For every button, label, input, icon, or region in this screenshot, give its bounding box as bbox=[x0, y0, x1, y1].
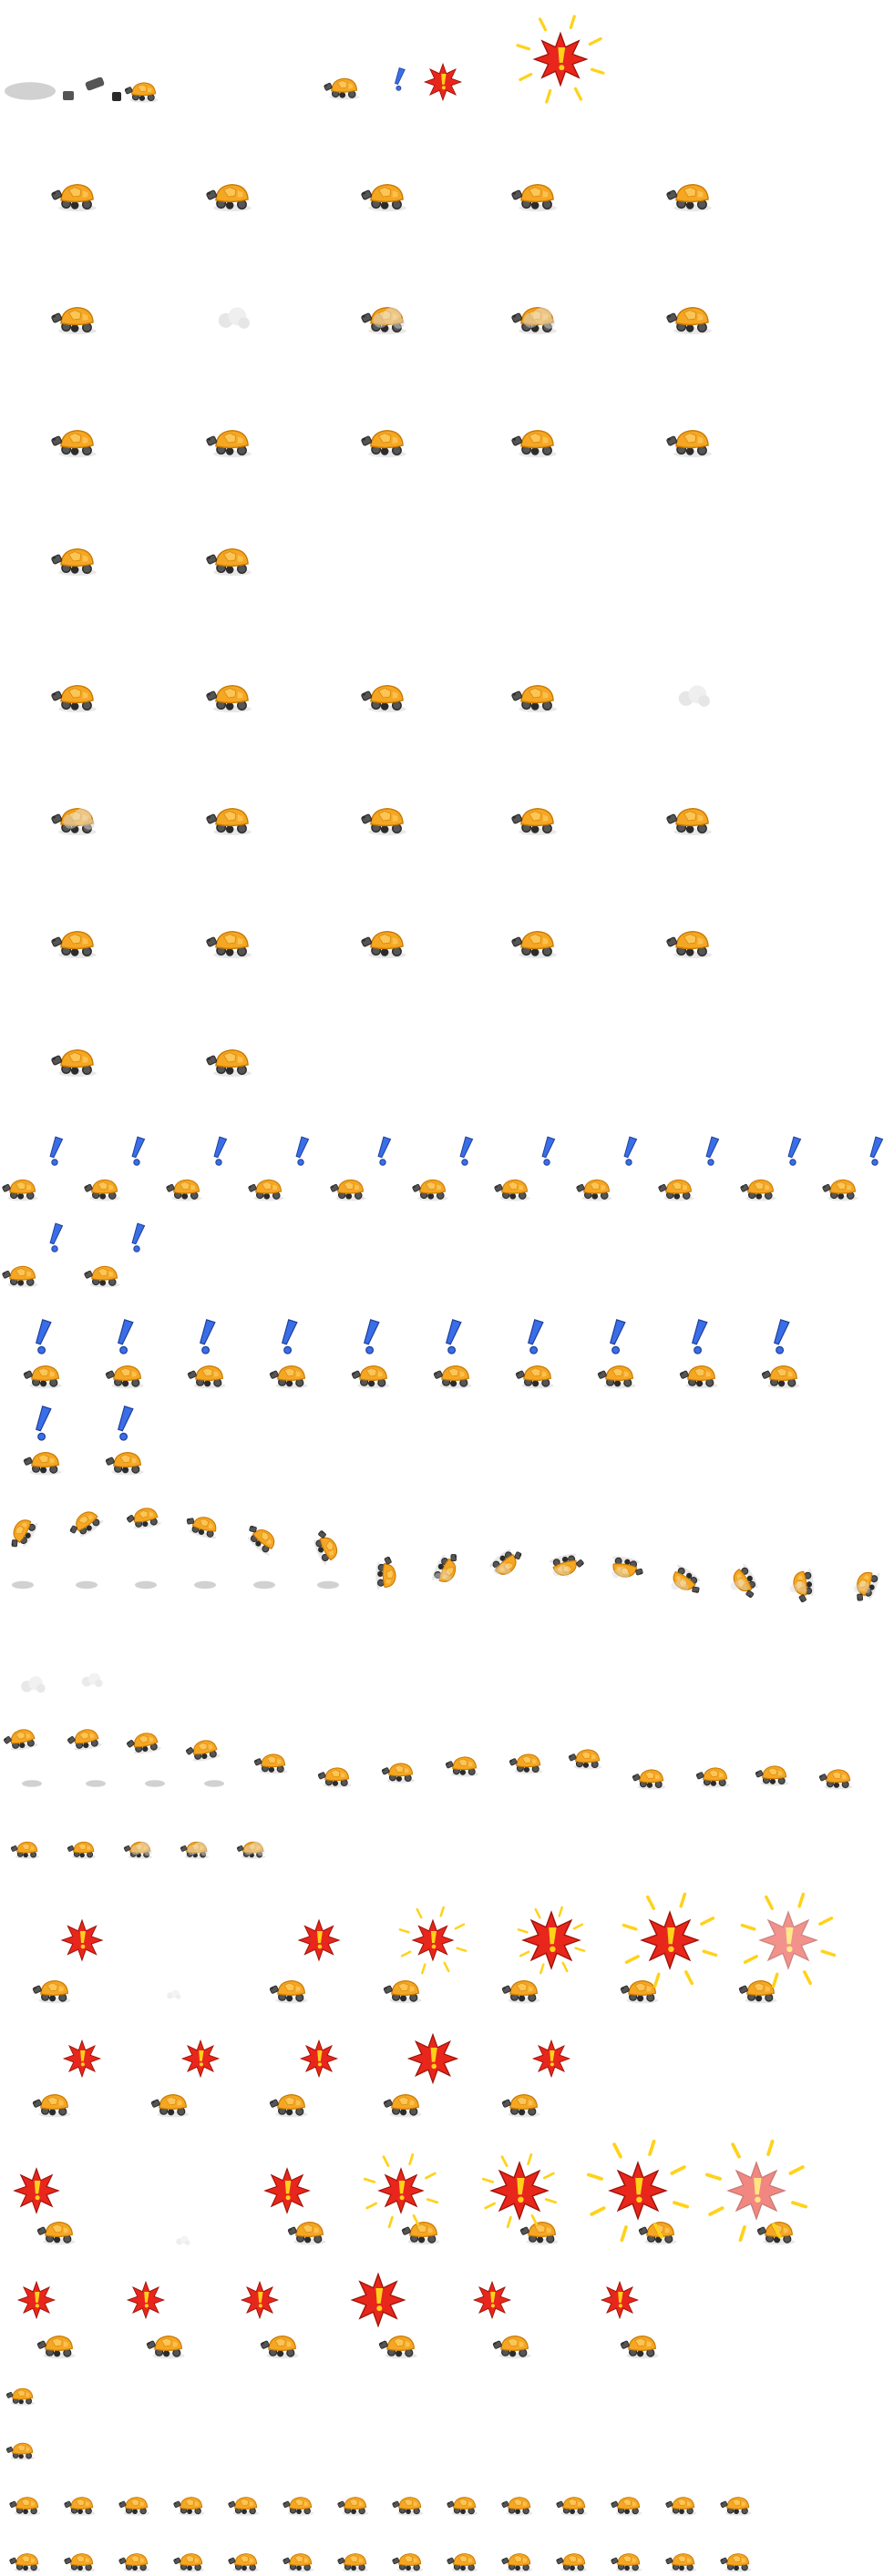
sprite-sheet bbox=[2, 15, 884, 2572]
